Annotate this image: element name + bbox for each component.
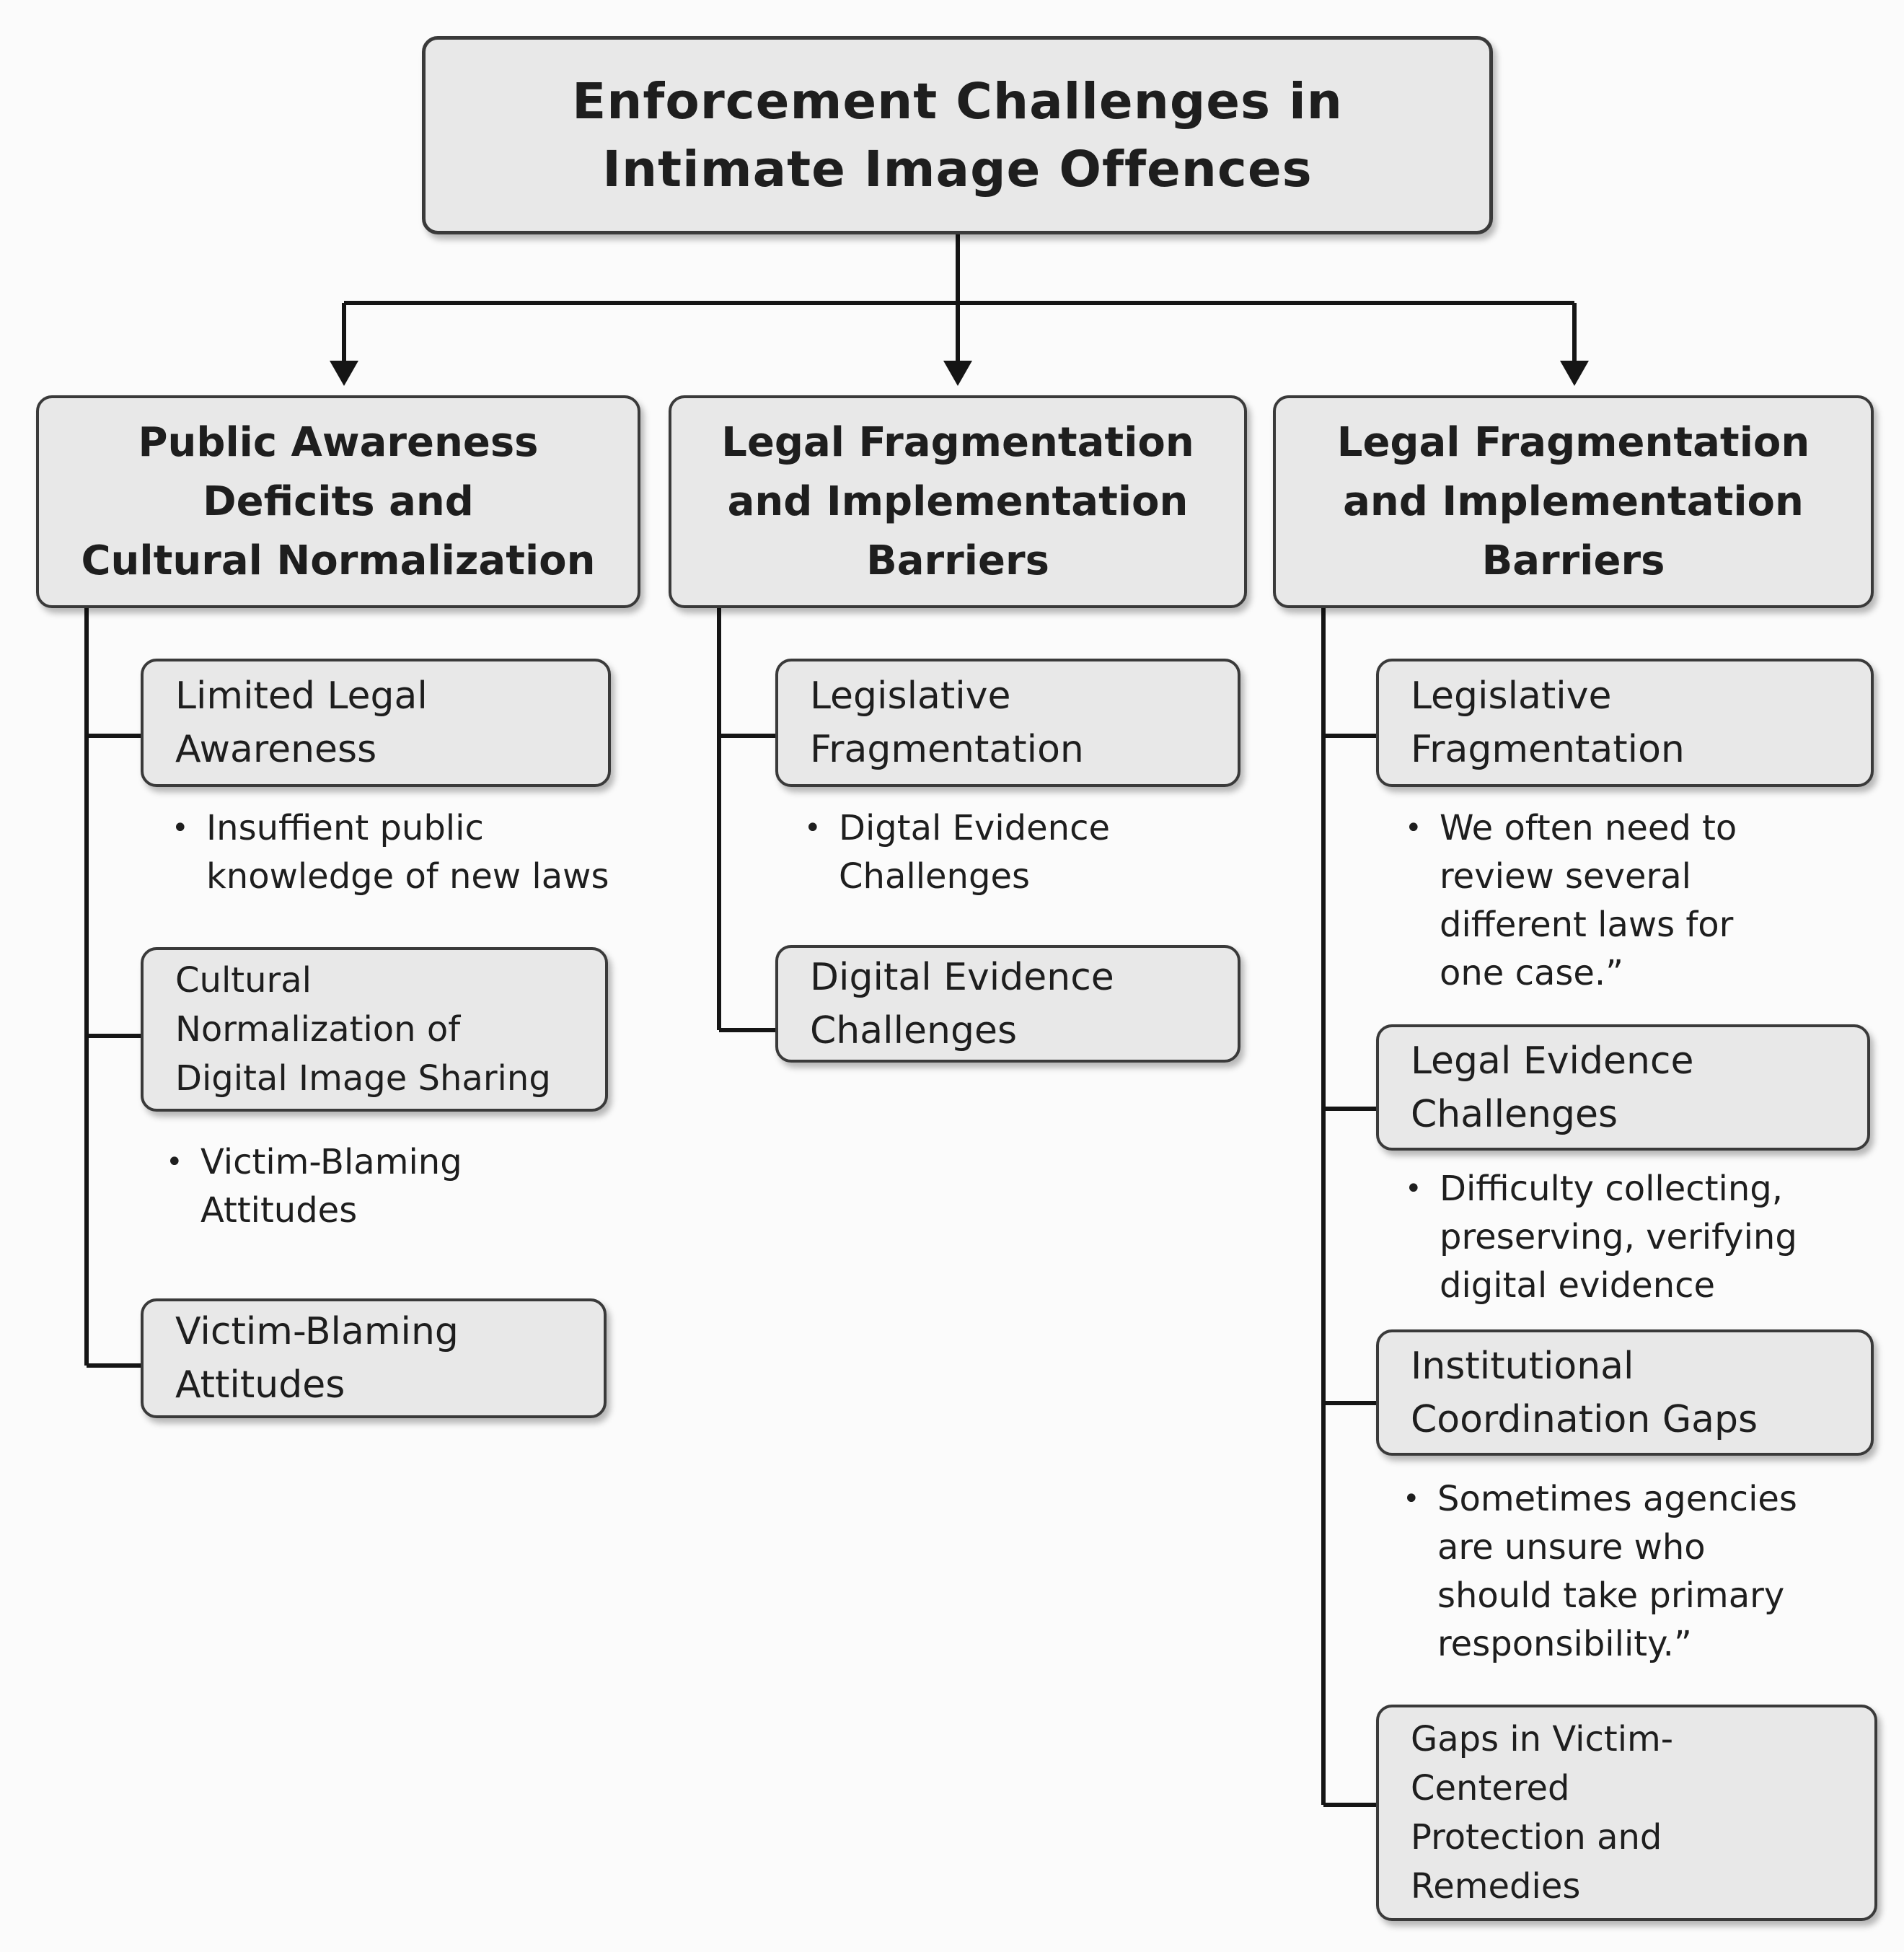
subitem-legal-evidence-challenges: Legal Evidence Challenges (1376, 1024, 1870, 1151)
note-review-several-laws: We often need to review several differen… (1405, 804, 1874, 998)
category-box-public-awareness: Public Awareness Deficits and Cultural N… (36, 395, 640, 608)
subitem-gaps-victim-centered-protection: Gaps in Victim- Centered Protection and … (1376, 1705, 1877, 1921)
category-box-legal-fragmentation-2: Legal Fragmentation and Implementation B… (1273, 395, 1874, 608)
subitem-victim-blaming-attitudes: Victim-Blaming Attitudes (141, 1298, 607, 1418)
root-title-box: Enforcement Challenges in Intimate Image… (422, 36, 1493, 234)
note-victim-blaming-attitudes: Victim-Blaming Attitudes (166, 1138, 599, 1235)
subitem-label: Legislative Fragmentation (1411, 674, 1685, 771)
arrowhead-2 (943, 361, 972, 386)
diagram-title: Enforcement Challenges in Intimate Image… (572, 72, 1343, 198)
arrowhead-1 (330, 361, 358, 386)
subitem-limited-legal-awareness: Limited Legal Awareness (141, 659, 611, 787)
subitem-label: Gaps in Victim- Centered Protection and … (1411, 1719, 1674, 1907)
subitem-label: Limited Legal Awareness (175, 674, 428, 771)
subitem-cultural-normalization: Cultural Normalization of Digital Image … (141, 947, 608, 1112)
note-agencies-unsure: Sometimes agencies are unsure who should… (1403, 1475, 1893, 1669)
subitem-institutional-coordination-gaps: Institutional Coordination Gaps (1376, 1329, 1874, 1456)
note-insufficient-public-knowledge: Insuffient public knowledge of new laws (172, 804, 705, 901)
category-label: Legal Fragmentation and Implementation B… (1336, 418, 1810, 584)
subitem-legislative-fragmentation-2: Legislative Fragmentation (1376, 659, 1874, 787)
subitem-label: Digital Evidence Challenges (810, 955, 1114, 1052)
note-difficulty-collecting: Difficulty collecting, preserving, verif… (1405, 1165, 1895, 1310)
subitem-label: Victim-Blaming Attitudes (175, 1310, 459, 1407)
subitem-label: Institutional Coordination Gaps (1411, 1344, 1758, 1441)
subitem-label: Cultural Normalization of Digital Image … (175, 960, 551, 1099)
category-label: Public Awareness Deficits and Cultural N… (81, 418, 596, 584)
subitem-label: Legal Evidence Challenges (1411, 1039, 1694, 1136)
note-digtal-evidence-challenges: Digtal Evidence Challenges (804, 804, 1208, 901)
subitem-label: Legislative Fragmentation (810, 674, 1084, 771)
category-label: Legal Fragmentation and Implementation B… (721, 418, 1194, 584)
arrowhead-3 (1560, 361, 1589, 386)
subitem-digital-evidence-challenges: Digital Evidence Challenges (775, 945, 1240, 1063)
subitem-legislative-fragmentation-1: Legislative Fragmentation (775, 659, 1240, 787)
category-box-legal-fragmentation-1: Legal Fragmentation and Implementation B… (669, 395, 1247, 608)
